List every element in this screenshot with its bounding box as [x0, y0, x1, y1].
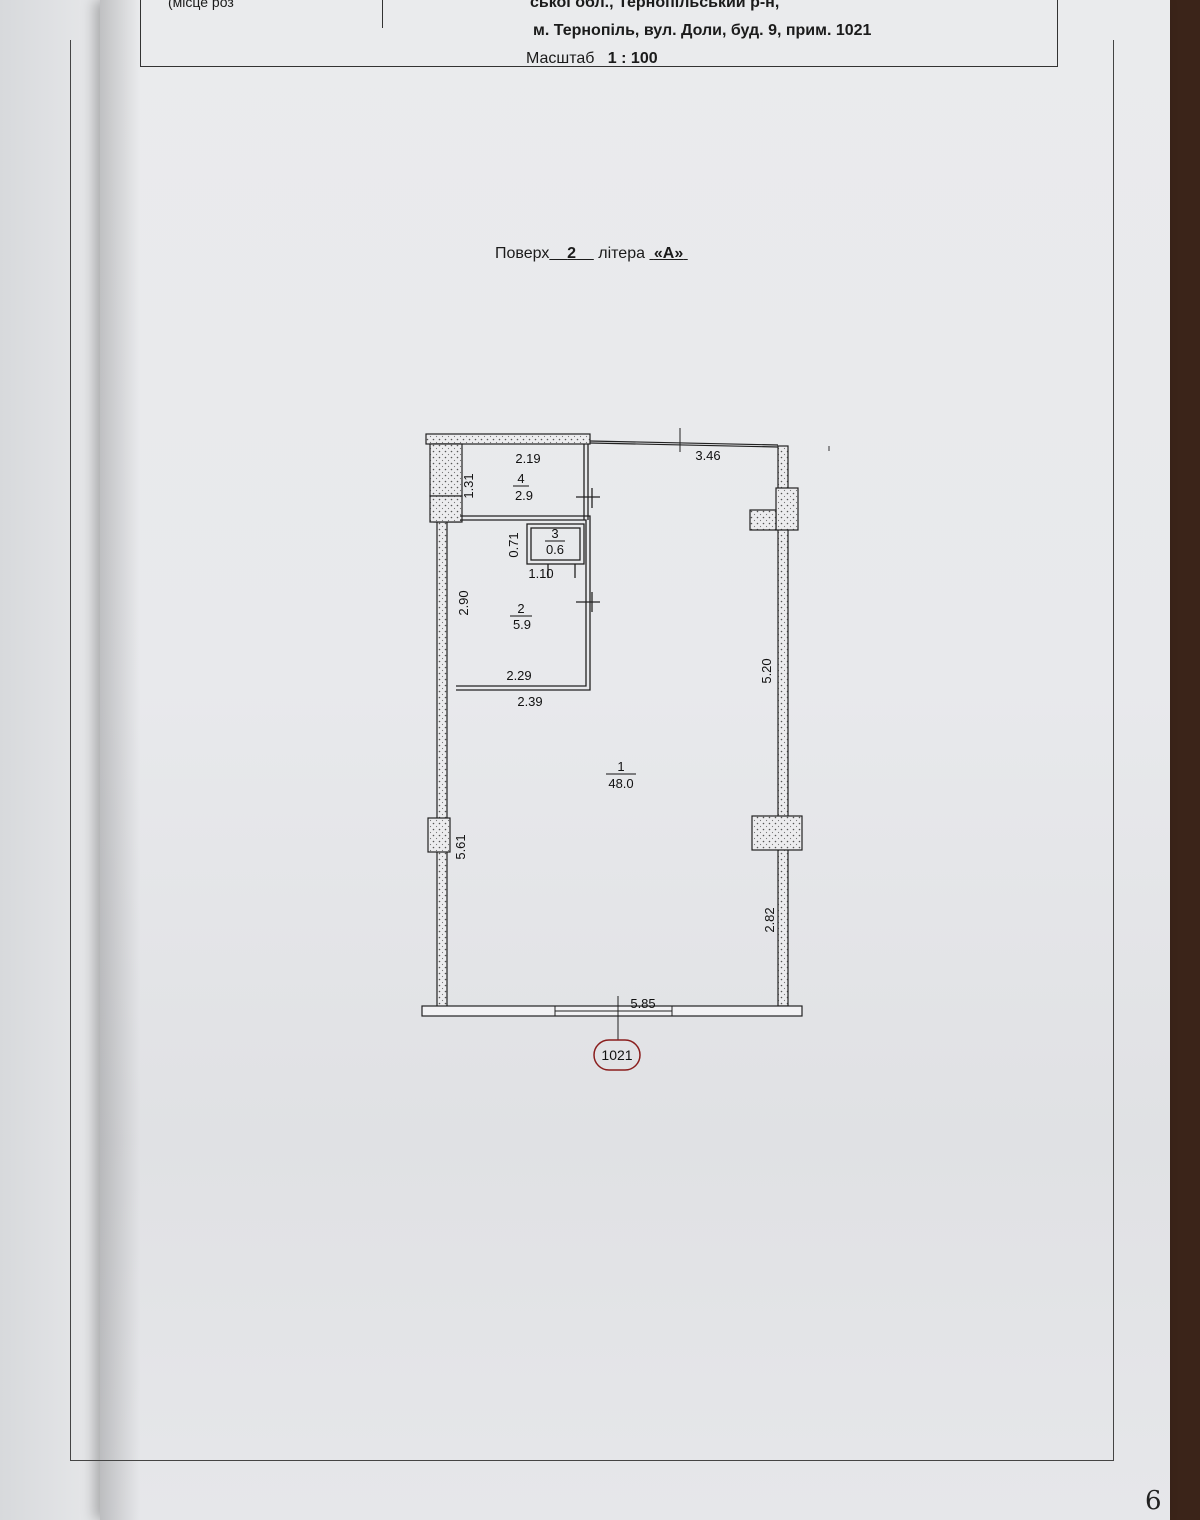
outer-walls: [421, 433, 803, 1017]
pier-right-lower: [751, 815, 803, 851]
room-labels: 4 2.9 3 0.6 2 5.9 1 48.0: [510, 471, 636, 791]
partition-rooms-2-4-inner: [456, 519, 587, 687]
svg-text:3: 3: [551, 526, 558, 541]
pier-top-left: [429, 443, 463, 497]
scale-label: Масштаб: [526, 50, 595, 67]
svg-text:2.9: 2.9: [515, 488, 533, 503]
floor-label: Поверх: [495, 245, 550, 262]
dim-room2-inner: 2.29: [506, 668, 531, 683]
svg-text:48.0: 48.0: [608, 776, 633, 791]
dim-right-upper: 5.20: [759, 658, 774, 683]
title-block-divider: [382, 0, 383, 28]
place-label: (місце роз: [168, 0, 234, 10]
dim-room2-height: 2.90: [456, 590, 471, 615]
floor-number: 2: [567, 245, 577, 262]
unit-badge: 1021: [593, 1039, 641, 1071]
top-wall-thin: [589, 440, 779, 446]
room-4-label: 4 2.9: [513, 471, 533, 503]
svg-text:5.9: 5.9: [513, 617, 531, 632]
title-block: [140, 0, 1058, 67]
floor-caption: Поверх 2 літера «А»: [495, 245, 688, 263]
svg-text:2: 2: [517, 601, 524, 616]
dim-room4-width: 2.19: [515, 451, 540, 466]
pier-right-upper: [775, 487, 799, 531]
pier-right-upper-inner: [749, 509, 777, 531]
dim-left-lower: 5.61: [453, 834, 468, 859]
piers: [427, 443, 803, 853]
windows: [554, 428, 681, 1040]
letter-value: «А»: [653, 245, 684, 262]
svg-text:0.6: 0.6: [546, 542, 564, 557]
svg-text:1: 1: [617, 759, 624, 774]
left-wall-lower: [436, 521, 448, 1013]
dim-room2-outer: 2.39: [517, 694, 542, 709]
paper-sheet: [100, 0, 1170, 1520]
pier-top-left-2: [429, 495, 463, 523]
page-number: 6: [1145, 1486, 1162, 1516]
top-wall-left: [425, 433, 591, 445]
room-2-label: 2 5.9: [510, 601, 532, 632]
room-1-label: 1 48.0: [606, 759, 636, 791]
dim-right-lower: 2.82: [762, 907, 777, 932]
pier-left-lower: [427, 817, 451, 853]
top-wall-thin-2: [589, 442, 779, 448]
svg-text:4: 4: [517, 471, 524, 486]
svg-text:1021: 1021: [601, 1047, 632, 1063]
dim-room3-width: 1.10: [528, 566, 553, 581]
partition-rooms-2-4: [456, 515, 591, 691]
room3-box: [526, 523, 585, 565]
dim-room4-height: 1.31: [461, 473, 476, 498]
dim-room3-height: 0.71: [506, 532, 521, 557]
scale-value: 1 : 100: [607, 50, 658, 67]
scale-caption: Масштаб 1 : 100: [526, 50, 658, 68]
letter-label: літера: [598, 245, 645, 262]
room-3-label: 3 0.6: [545, 526, 565, 557]
page-shadow: [100, 0, 140, 1520]
drawing-frame: [70, 40, 1114, 1461]
address-line-2: м. Тернопіль, вул. Доли, буд. 9, прим. 1…: [533, 22, 872, 39]
dim-top-right: 3.46: [695, 448, 720, 463]
partitions: [456, 444, 600, 691]
address-line-1: ської обл., Тернопільський р-н,: [530, 0, 780, 11]
dimension-labels: 2.19 1.31 3.46 0.71 1.10 2.90 2.29 2.39 …: [453, 448, 777, 1011]
dim-bottom: 5.85: [630, 996, 655, 1011]
